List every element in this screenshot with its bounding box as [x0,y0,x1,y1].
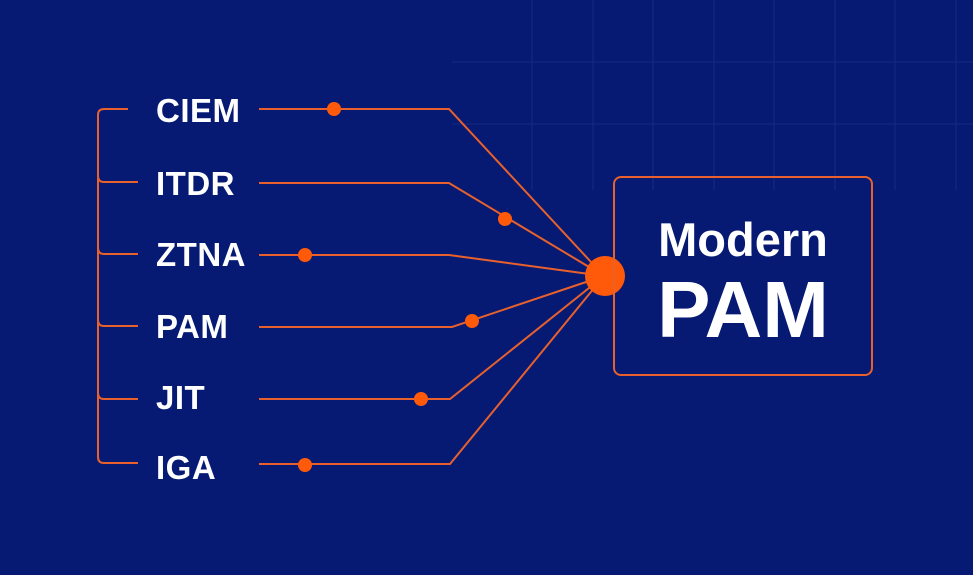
label-iga: IGA [156,449,217,486]
label-jit: JIT [156,379,206,416]
bracket [97,108,138,464]
label-ciem: CIEM [156,92,241,129]
connector-lines [259,108,605,465]
background-grid [452,0,973,190]
label-itdr: ITDR [156,165,235,202]
hub-node [585,256,625,296]
connector-nodes [298,102,512,472]
modern-pam-box: Modern PAM [613,176,873,376]
box-title-line2: PAM [657,265,829,354]
label-ztna: ZTNA [156,236,246,273]
box-title-line1: Modern [658,213,828,266]
label-pam: PAM [156,308,229,345]
